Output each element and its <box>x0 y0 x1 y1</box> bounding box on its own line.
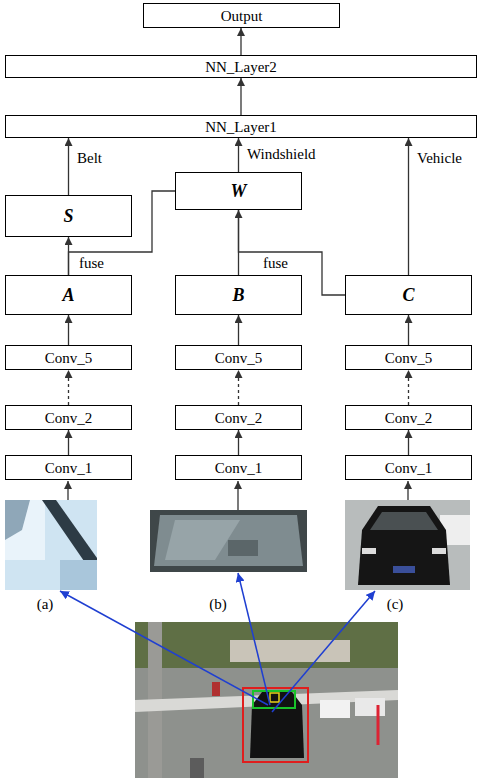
connector <box>408 315 409 345</box>
box-label: Conv_2 <box>385 410 433 426</box>
box-label: Conv_2 <box>45 410 93 426</box>
input-arrow <box>407 481 408 500</box>
pointer-arrow <box>238 573 270 705</box>
conv-box: Conv_5 <box>345 345 472 370</box>
connector <box>238 430 239 455</box>
input-arrow <box>67 481 68 500</box>
connector <box>238 370 239 405</box>
box-label: Conv_5 <box>215 350 263 366</box>
edge-label: Belt <box>76 150 103 166</box>
feature-box: A <box>5 275 132 315</box>
box-label: W <box>230 183 246 199</box>
box-label: Conv_1 <box>45 460 93 476</box>
panel-label: (b) <box>209 596 227 612</box>
layer-box: NN_Layer1 <box>5 115 477 138</box>
connector <box>238 315 239 345</box>
fusion-box: W <box>175 172 302 210</box>
pointer-arrow <box>60 591 268 705</box>
box-label: NN_Layer1 <box>205 119 277 135</box>
conv-box: Conv_5 <box>175 345 302 370</box>
conv-box: Conv_2 <box>175 405 302 430</box>
panel-label: (c) <box>387 596 404 612</box>
connector <box>238 138 239 172</box>
windshield-crop-image <box>150 510 307 572</box>
box-label: C <box>402 287 414 303</box>
box-label: S <box>63 208 73 224</box>
conv-box: Conv_1 <box>345 455 472 480</box>
conv-box: Conv_2 <box>5 405 132 430</box>
connector <box>240 28 241 55</box>
box-label: A <box>62 287 74 303</box>
vehicle-crop-image <box>345 500 470 590</box>
box-label: Conv_5 <box>385 350 433 366</box>
feature-box: B <box>175 275 302 315</box>
conv-box: Conv_2 <box>345 405 472 430</box>
box-label: Conv_5 <box>45 350 93 366</box>
edge-label: Vehicle <box>416 150 463 166</box>
input-arrow <box>237 481 238 510</box>
feature-box: C <box>345 275 472 315</box>
conv-box: Conv_1 <box>5 455 132 480</box>
edge-label: fuse <box>262 255 289 271</box>
box-label: Conv_1 <box>385 460 433 476</box>
connector <box>408 370 409 405</box>
connector <box>68 430 69 455</box>
panel-label: (a) <box>37 596 54 612</box>
conv-box: Conv_1 <box>175 455 302 480</box>
conv-box: Conv_5 <box>5 345 132 370</box>
box-label: Conv_1 <box>215 460 263 476</box>
output-box: Output <box>143 3 340 28</box>
fusion-box: S <box>5 195 132 237</box>
edge-label: fuse <box>78 255 105 271</box>
connector <box>68 138 69 195</box>
connector <box>408 138 409 275</box>
belt-crop-image <box>5 500 97 590</box>
box-label: B <box>232 287 244 303</box>
box-label: Output <box>221 8 263 24</box>
edge-label: Windshield <box>246 146 317 162</box>
layer-box: NN_Layer2 <box>5 55 477 78</box>
connector <box>68 315 69 345</box>
pointer-arrow <box>272 591 375 712</box>
connector <box>240 78 241 115</box>
box-label: Conv_2 <box>215 410 263 426</box>
box-label: NN_Layer2 <box>205 59 277 75</box>
street-photo <box>135 622 398 778</box>
connector <box>408 430 409 455</box>
connector <box>68 370 69 405</box>
